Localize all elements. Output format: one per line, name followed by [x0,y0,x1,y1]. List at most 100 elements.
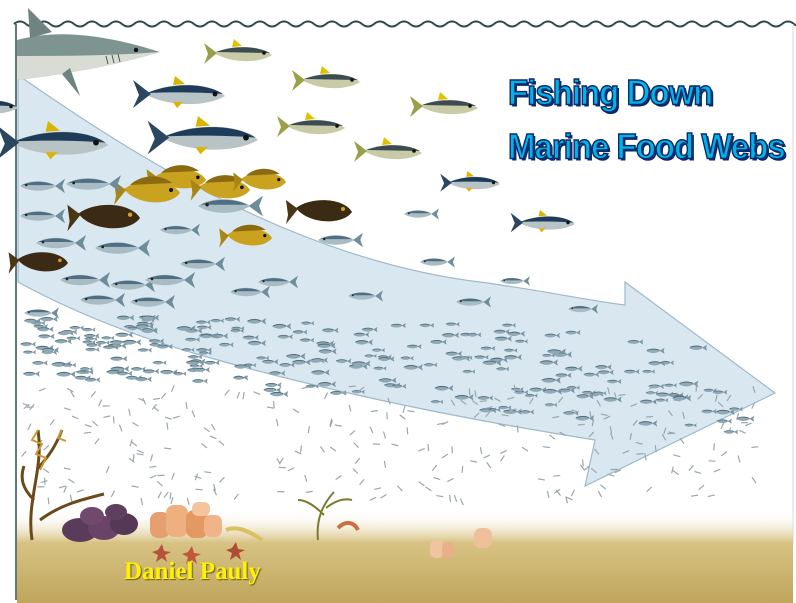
plankton-speck [752,477,755,483]
plankton-speck [158,481,162,486]
plankton-speck [419,481,424,486]
plankton-speck [294,408,299,413]
plankton-speck [165,447,171,450]
plankton-speck [745,423,751,425]
small-fish [265,382,282,388]
small-fish [152,360,166,365]
plankton-speck [85,432,91,433]
plankton-speck [461,466,464,472]
plankton-speck [386,413,388,419]
plankton-speck [273,402,274,408]
plankton-speck [132,441,137,446]
plankton-speck [442,454,448,457]
plankton-speck [120,425,122,431]
plankton-speck [336,476,342,480]
plankton-speck [44,446,50,450]
plankton-speck [428,445,430,451]
plankton-speck [167,423,168,429]
plankton-speck [132,485,138,488]
plankton-speck [708,495,714,496]
plankton-speck [720,423,724,428]
plankton-speck [103,405,109,407]
small-fish [138,348,152,353]
sea-surface-line [14,22,796,27]
plankton-speck [224,390,229,395]
plankton-speck [738,456,739,462]
plankton-speck [106,467,110,473]
plankton-speck [752,446,758,447]
plankton-speck [150,466,156,467]
plankton-speck [548,491,549,497]
plankton-speck [27,424,31,429]
plankton-speck [384,432,386,438]
plankton-speck [742,422,748,424]
small-fish [23,371,40,377]
plankton-speck [173,416,179,418]
plankton-speck [671,467,674,473]
plankton-speck [164,492,169,497]
plankton-speck [27,406,33,408]
small-fish [96,340,110,345]
plankton-speck [277,458,280,464]
plankton-speck [538,478,544,481]
plankton-speck [150,455,153,461]
plankton-speck [50,420,55,425]
plankton-speck [398,486,402,491]
plankton-speck [219,478,224,482]
plankton-speck [154,398,160,399]
plankton-speck [137,453,143,456]
plankton-speck [331,447,336,452]
plankton-speck [426,486,431,491]
plankton-speck [113,417,114,423]
plankton-speck [70,495,71,501]
plankton-speck [689,466,694,471]
plankton-speck [695,471,701,474]
plankton-speck [721,452,727,456]
plankton-speck [288,468,294,471]
small-fish [82,327,96,332]
plankton-speck [165,416,171,420]
plankton-speck [500,456,505,461]
plankton-speck [567,496,573,500]
plankton-speck [306,491,312,492]
plankton-speck [150,476,156,478]
plankton-speck [268,406,274,409]
plankton-speck [141,499,142,505]
small-fish [724,429,739,434]
plankton-speck [48,498,49,504]
plankton-speck [104,416,110,417]
plankton-speck [157,492,161,497]
plankton-speck [192,411,194,417]
plankton-speck [236,392,240,398]
plankton-speck [384,461,385,467]
plankton-speck [484,455,490,457]
plankton-speck [335,424,341,427]
plankton-speck [169,493,172,499]
plankton-speck [63,487,67,493]
plankton-speck [699,485,705,489]
plankton-speck [302,387,308,388]
plankton-speck [471,460,477,463]
plankton-speck [44,478,46,484]
plankton-speck [111,491,115,496]
plankton-speck [709,460,715,462]
plankton-speck [71,391,74,397]
plankton-speck [85,424,91,428]
plankton-speck [133,422,138,427]
small-fish [56,371,76,378]
small-fish [20,342,36,347]
plankton-speck [277,420,278,426]
plankton-speck [129,409,130,415]
plankton-speck [408,410,414,413]
plankton-speck [210,435,216,439]
plankton-speck [582,460,583,466]
plankton-speck [202,443,207,448]
plankton-speck [321,446,324,452]
plankton-speck [354,442,358,447]
plankton-speck [554,475,560,476]
plankton-speck [138,450,144,454]
small-fish [32,360,48,365]
plankton-speck [434,477,440,480]
plankton-speck [674,454,680,457]
plankton-speck [64,407,70,411]
